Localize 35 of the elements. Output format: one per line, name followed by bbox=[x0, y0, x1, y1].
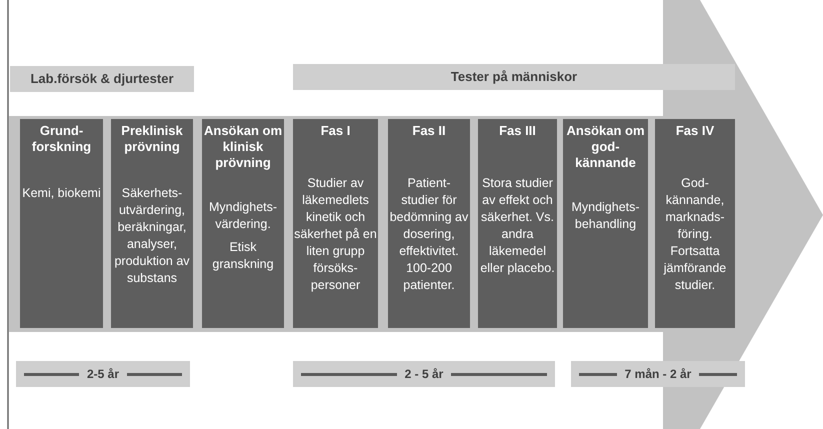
phase-description: Studier av läkemedlets kinetik och säkerhet på en liten grupp försöks- personer bbox=[293, 175, 378, 294]
phase-heading: Fas III bbox=[499, 123, 536, 139]
phase-column bbox=[20, 119, 103, 328]
duration-bar bbox=[293, 361, 555, 387]
phase-description: Säkerhets- utvärdering, beräkningar, analyser, produktion av substans bbox=[113, 185, 191, 287]
band-label: Tester på människor bbox=[450, 68, 578, 86]
phase-description: Patient- studier för bedömning av dosering, effektivitet. 100-200 patienter. bbox=[388, 175, 470, 294]
duration-label: 7 mån - 2 år bbox=[624, 366, 692, 383]
phase-column bbox=[293, 119, 378, 328]
phase-column bbox=[478, 119, 557, 328]
duration-bar bbox=[16, 361, 190, 387]
phase-column bbox=[202, 119, 284, 328]
phase-heading: Fas II bbox=[412, 123, 446, 139]
phase-column bbox=[388, 119, 470, 328]
phase-description: God- kännande, marknads- föring. Fortsatta jämförande studier. bbox=[662, 175, 728, 294]
duration-label: 2 - 5 år bbox=[404, 366, 444, 383]
phase-heading: Fas IV bbox=[676, 123, 714, 139]
phase-description: Kemi, biokemi bbox=[21, 185, 102, 202]
duration-label: 2-5 år bbox=[86, 366, 120, 383]
band-label: Lab.försök & djurtester bbox=[30, 70, 174, 88]
phase-heading: Ansökan om klinisk prövning bbox=[202, 123, 283, 171]
phase-heading: Grund- forskning bbox=[30, 123, 92, 155]
phase-column bbox=[563, 119, 648, 328]
phase-heading: Preklinisk prövning bbox=[120, 123, 184, 155]
phase-band bbox=[10, 66, 194, 92]
phase-description: Myndighets- behandling bbox=[570, 199, 641, 233]
phase-band bbox=[293, 64, 735, 90]
phase-column bbox=[111, 119, 193, 328]
phase-description: Myndighets- värdering. bbox=[208, 199, 278, 233]
phase-description: Stora studier av effekt och säkerhet. Vs. andra läkemedel eller placebo. bbox=[479, 175, 556, 277]
phase-column bbox=[655, 119, 735, 328]
phase-description: Etisk granskning bbox=[211, 239, 275, 273]
phase-heading: Ansökan om god- kännande bbox=[565, 123, 646, 171]
duration-bar bbox=[571, 361, 745, 387]
phase-heading: Fas I bbox=[320, 123, 350, 139]
